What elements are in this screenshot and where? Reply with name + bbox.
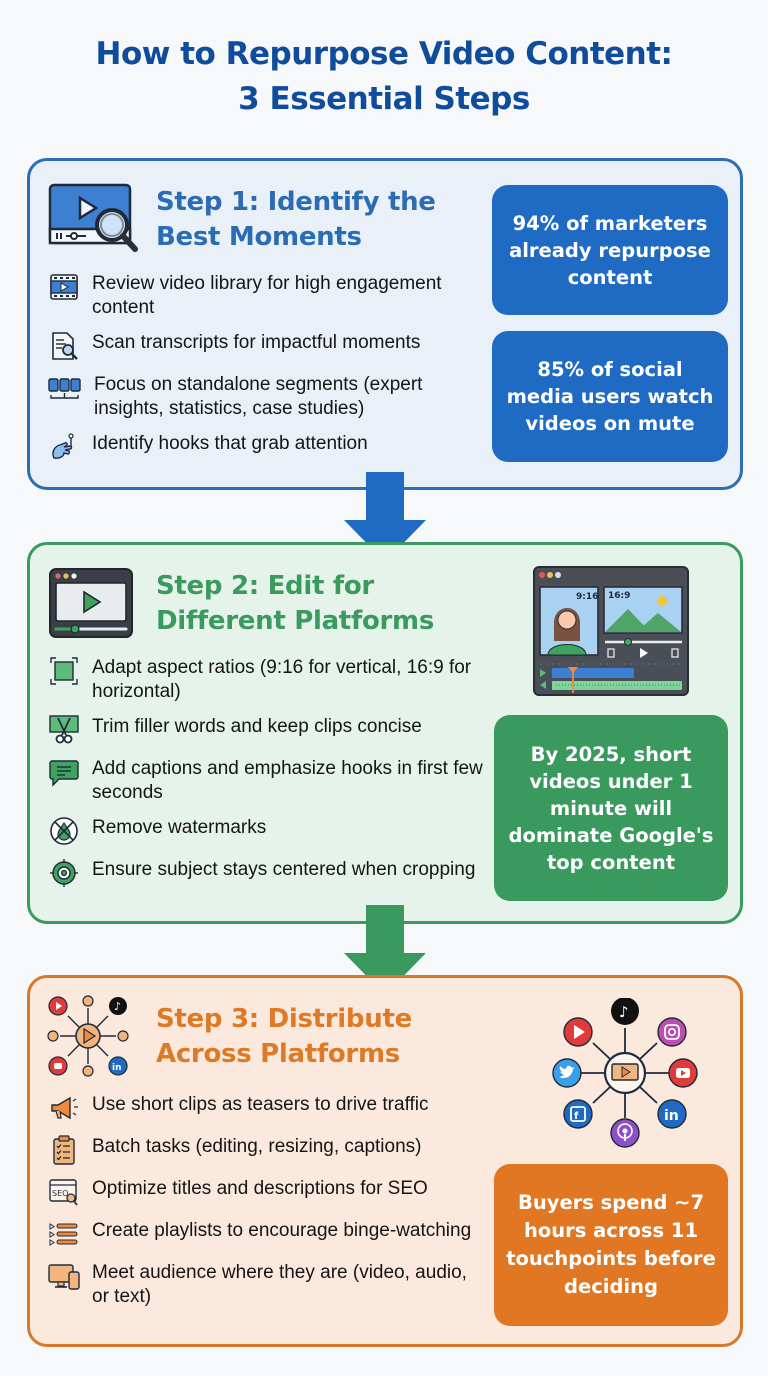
step-2-title: Step 2: Edit for Different Platforms (156, 571, 435, 636)
list-item: Identify hooks that grab attention (48, 431, 488, 463)
video-player-icon (49, 568, 133, 638)
megaphone-icon (48, 1092, 80, 1124)
list-item: Meet audience where they are (video, aud… (48, 1260, 488, 1309)
video-editor-illustration: 9:16 16:9 (533, 566, 689, 696)
svg-text:f: f (574, 1111, 579, 1122)
hook-hand-icon (48, 431, 80, 463)
step-1-title: Step 1: Identify the Best Moments (156, 187, 436, 252)
stat-card-short-videos: By 2025, short videos under 1 minute wil… (494, 715, 728, 901)
youtube-alt-icon (668, 1058, 698, 1088)
list-item: Batch tasks (editing, resizing, captions… (48, 1134, 488, 1166)
step-3-list: Use short clips as teasers to drive traf… (48, 1092, 488, 1319)
linkedin-icon: in (657, 1099, 687, 1129)
step-2-panel: Step 2: Edit for Different Platforms Ada… (27, 542, 743, 924)
vertical-ratio-label: 9:16 (576, 592, 598, 602)
seo-search-icon: SEO (48, 1176, 80, 1208)
svg-text:♪: ♪ (619, 1003, 629, 1021)
page-title-line-1: How to Repurpose Video Content: (95, 36, 673, 72)
page-title-line-2: 3 Essential Steps (238, 81, 530, 117)
stat-card-buyers-touchpoints: Buyers spend ~7 hours across 11 touchpoi… (494, 1164, 728, 1326)
list-item-text: Batch tasks (editing, resizing, captions… (92, 1136, 422, 1157)
svg-text:SEO: SEO (52, 1189, 68, 1198)
horizontal-ratio-label: 16:9 (608, 591, 630, 601)
svg-text:in: in (112, 1063, 122, 1073)
twitter-icon (552, 1058, 582, 1088)
video-search-icon (48, 183, 138, 252)
distribution-network-icon: ♪ in (47, 995, 129, 1077)
target-icon (48, 857, 80, 889)
clipboard-checklist-icon (48, 1134, 80, 1166)
playlist-icon (48, 1218, 80, 1250)
list-item: Use short clips as teasers to drive traf… (48, 1092, 488, 1124)
list-item: Focus on standalone segments (expert ins… (48, 372, 488, 421)
list-item-text: Create playlists to encourage binge-watc… (92, 1220, 472, 1241)
arrow-down-icon (344, 472, 426, 562)
stat-card-marketers: 94% of marketers already repurpose conte… (492, 185, 728, 315)
list-item: Remove watermarks (48, 815, 488, 847)
list-item: Ensure subject stays centered when cropp… (48, 857, 488, 889)
list-item-text: Trim filler words and keep clips concise (92, 716, 422, 737)
list-item: Adapt aspect ratios (9:16 for vertical, … (48, 655, 488, 704)
list-item-text: Ensure subject stays centered when cropp… (92, 859, 476, 880)
social-distribution-illustration: ♪ f in (552, 998, 698, 1148)
list-item-text: Optimize titles and descriptions for SEO (92, 1178, 428, 1199)
film-strip-icon (48, 271, 80, 303)
list-item-text: Add captions and emphasize hooks in firs… (92, 758, 483, 803)
list-item-text: Adapt aspect ratios (9:16 for vertical, … (92, 657, 472, 702)
list-item: Scan transcripts for impactful moments (48, 330, 488, 362)
step-1-panel: Step 1: Identify the Best Moments Review… (27, 158, 743, 490)
list-item: Add captions and emphasize hooks in firs… (48, 756, 488, 805)
caption-bubble-icon (48, 756, 80, 788)
arrow-down-icon (344, 905, 426, 995)
list-item: Create playlists to encourage binge-watc… (48, 1218, 488, 1250)
list-item: SEO Optimize titles and descriptions for… (48, 1176, 488, 1208)
list-item-text: Focus on standalone segments (expert ins… (94, 374, 423, 419)
stat-card-mute-viewers: 85% of social media users watch videos o… (492, 331, 728, 462)
youtube-icon (563, 1017, 593, 1047)
tiktok-icon: ♪ (611, 998, 639, 1025)
podcast-icon (610, 1118, 640, 1148)
list-item-text: Scan transcripts for impactful moments (92, 332, 421, 353)
scissors-film-icon (48, 714, 80, 746)
list-item-text: Identify hooks that grab attention (92, 433, 368, 454)
svg-text:in: in (664, 1108, 679, 1124)
list-item: Review video library for high engagement… (48, 271, 488, 320)
page-title: How to Repurpose Video Content: 3 Essent… (0, 32, 768, 122)
facebook-icon: f (563, 1099, 593, 1129)
step-1-list: Review video library for high engagement… (48, 271, 488, 473)
devices-icon (48, 1260, 80, 1292)
instagram-icon (657, 1017, 687, 1047)
segments-icon (48, 372, 82, 404)
list-item-text: Meet audience where they are (video, aud… (92, 1262, 467, 1307)
step-3-title: Step 3: Distribute Across Platforms (156, 1004, 412, 1069)
list-item-text: Remove watermarks (92, 817, 267, 838)
step-2-list: Adapt aspect ratios (9:16 for vertical, … (48, 655, 488, 899)
list-item-text: Use short clips as teasers to drive traf… (92, 1094, 429, 1115)
aspect-ratio-icon (48, 655, 80, 687)
step-3-panel: ♪ in Step 3: Distribute Across Platforms… (27, 975, 743, 1347)
list-item: Trim filler words and keep clips concise (48, 714, 488, 746)
transcript-search-icon (48, 330, 80, 362)
svg-text:♪: ♪ (114, 1000, 121, 1013)
list-item-text: Review video library for high engagement… (92, 273, 442, 318)
no-watermark-icon (48, 815, 80, 847)
